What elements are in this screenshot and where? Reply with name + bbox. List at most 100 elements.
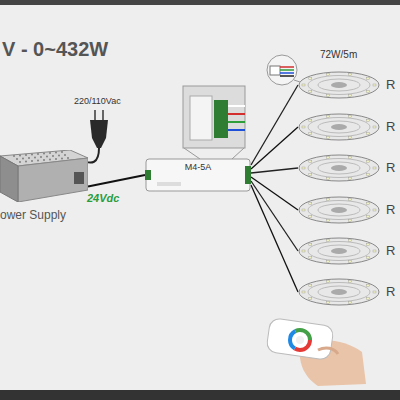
shape (327, 137, 330, 139)
shape (145, 170, 151, 180)
shape (327, 157, 330, 159)
shape (157, 182, 181, 186)
shape (309, 78, 312, 80)
shape (309, 285, 312, 287)
shape (302, 209, 305, 211)
shape (349, 157, 352, 159)
strip-label: R (386, 119, 395, 134)
shape (327, 220, 330, 222)
shape (331, 165, 347, 171)
shape (309, 216, 312, 218)
strip-label: R (386, 202, 395, 217)
shape (40, 156, 42, 158)
shape (309, 120, 312, 122)
shape (327, 178, 330, 180)
led-strip: R (298, 237, 398, 265)
shape (299, 197, 379, 223)
strip-label: R (386, 160, 395, 175)
shape (299, 114, 379, 140)
shape (366, 298, 369, 300)
shape (309, 298, 312, 300)
shape (299, 72, 379, 98)
shape (302, 291, 305, 293)
shape (64, 154, 66, 156)
shape (366, 120, 369, 122)
strip-label: R (386, 284, 395, 299)
shape (302, 167, 305, 169)
wire (251, 177, 298, 210)
wire (251, 181, 298, 251)
strip-label: R (386, 77, 395, 92)
shape (34, 157, 36, 159)
shape (0, 156, 18, 202)
led-strip: R (298, 154, 398, 182)
shape (373, 167, 376, 169)
shape (309, 133, 312, 135)
led-strip-reel (298, 154, 380, 182)
shape (13, 155, 15, 157)
shape (349, 137, 352, 139)
led-strip-reel (298, 71, 380, 99)
shape (308, 201, 370, 220)
shape (331, 289, 347, 295)
led-strip-reel (298, 237, 380, 265)
shape (309, 91, 312, 93)
shape (318, 245, 360, 257)
shape (373, 126, 376, 128)
shape (22, 158, 24, 160)
shape (31, 160, 33, 162)
shape (302, 84, 305, 86)
shape (245, 166, 251, 184)
shape (49, 159, 51, 161)
shape (302, 126, 305, 128)
shape (318, 204, 360, 216)
shape (327, 95, 330, 97)
shape (146, 159, 250, 191)
shape (67, 157, 69, 159)
shape (74, 172, 84, 184)
wire (88, 175, 145, 186)
led-strip-reel (298, 278, 380, 306)
wire (251, 85, 298, 165)
shape (327, 240, 330, 242)
led-strip-reel (298, 113, 380, 141)
shape (373, 209, 376, 211)
voltage-label: 220/110Vac (74, 96, 121, 106)
shape (349, 116, 352, 118)
shape (331, 248, 347, 254)
shape (31, 154, 33, 156)
led-strip-reel (298, 196, 380, 224)
shape (318, 286, 360, 298)
shape (55, 152, 57, 154)
shape (327, 302, 330, 304)
shape (308, 242, 370, 261)
shape (16, 158, 18, 160)
shape (52, 155, 54, 157)
shape (308, 159, 370, 178)
shape (331, 124, 347, 130)
shape (309, 161, 312, 163)
shape (327, 74, 330, 76)
shape (331, 82, 347, 88)
shape (309, 203, 312, 205)
shape (373, 250, 376, 252)
shape (349, 302, 352, 304)
remote-in-hand (266, 318, 366, 386)
shape (349, 220, 352, 222)
shape (309, 244, 312, 246)
node-label: M4-5A (145, 162, 251, 172)
shape (46, 156, 48, 158)
shape (43, 153, 45, 155)
diagram-title: V - 0~432W (2, 38, 108, 61)
shape (43, 159, 45, 161)
shape (349, 178, 352, 180)
shape (302, 250, 305, 252)
shape (28, 157, 30, 159)
shape (327, 281, 330, 283)
shape (366, 203, 369, 205)
led-strip: 72W/5mR (298, 71, 398, 99)
controller-box: M4-5A (145, 158, 251, 192)
strip-label: R (386, 243, 395, 258)
